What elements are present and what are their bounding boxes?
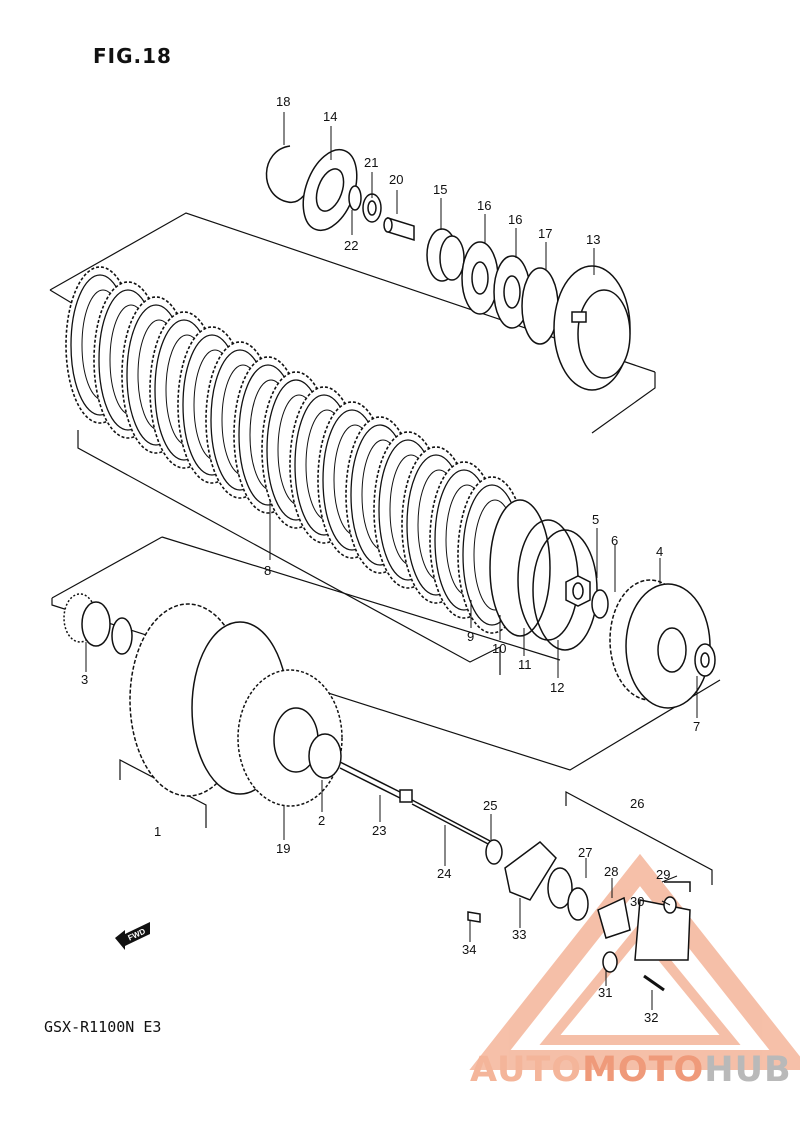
seal-27 xyxy=(547,867,573,909)
pushrod-23 xyxy=(339,761,401,793)
plate-10 xyxy=(489,499,551,637)
model-code: GSX-R1100N E3 xyxy=(44,1018,162,1036)
callout-31: 31 xyxy=(598,985,612,1000)
watermark-text: AUTOMOTOHUB xyxy=(470,1050,792,1090)
watermark-logo xyxy=(469,853,800,1070)
washer-6 xyxy=(591,589,609,619)
callout-6: 6 xyxy=(611,533,618,548)
piece-25 xyxy=(485,839,503,865)
callout-26: 26 xyxy=(630,796,644,811)
nut-5 xyxy=(565,575,591,607)
hub-group xyxy=(565,575,716,709)
callout-34: 34 xyxy=(462,942,476,957)
callout-5: 5 xyxy=(592,512,599,527)
callout-16b: 16 xyxy=(508,212,522,227)
bolt-34 xyxy=(467,911,481,923)
pressure-plate-group xyxy=(265,145,415,242)
callout-15: 15 xyxy=(433,182,447,197)
release-frame xyxy=(565,790,713,885)
callout-13: 13 xyxy=(586,232,600,247)
callout-29: 29 xyxy=(656,867,670,882)
callout-19: 19 xyxy=(276,841,290,856)
callout-numbers: 18 14 21 20 22 15 16 16 17 13 8 9 10 11 … xyxy=(81,94,700,1025)
bearing-21 xyxy=(362,193,382,223)
fwd-arrow-icon: FWD xyxy=(115,922,150,950)
callout-28: 28 xyxy=(604,864,618,879)
pushrod-24 xyxy=(411,799,493,843)
bleeder-29 xyxy=(664,881,691,892)
spring-28 xyxy=(597,896,631,939)
housing-group xyxy=(63,593,493,847)
watermark-part1: AUTO xyxy=(470,1050,583,1090)
callout-17: 17 xyxy=(538,226,552,241)
callout-11: 11 xyxy=(518,657,532,672)
callout-16a: 16 xyxy=(477,198,491,213)
gasket-33 xyxy=(504,841,557,901)
callout-1: 1 xyxy=(154,824,161,839)
callout-12: 12 xyxy=(550,680,564,695)
release-group xyxy=(467,839,691,992)
figure-title: FIG.18 xyxy=(93,44,172,68)
callout-27: 27 xyxy=(578,845,592,860)
watermark-part2: MOTO xyxy=(582,1050,705,1090)
spring-plate-16a xyxy=(461,241,499,315)
callout-30: 30 xyxy=(630,894,644,909)
release-cylinder xyxy=(634,899,691,961)
washer-22 xyxy=(348,185,362,211)
callout-20: 20 xyxy=(389,172,403,187)
leader-lines xyxy=(85,112,698,1010)
callout-24: 24 xyxy=(437,866,451,881)
spacer xyxy=(111,617,133,655)
callout-2: 2 xyxy=(318,813,325,828)
damper-group xyxy=(426,228,631,391)
watermark-part3: HUB xyxy=(704,1050,792,1090)
callout-10: 10 xyxy=(492,641,506,656)
callout-21: 21 xyxy=(364,155,378,170)
washer-7 xyxy=(694,643,716,677)
callout-9: 9 xyxy=(467,629,474,644)
callout-14: 14 xyxy=(323,109,337,124)
ring-17 xyxy=(521,267,559,345)
callout-4: 4 xyxy=(656,544,663,559)
callout-3: 3 xyxy=(81,672,88,687)
callout-32: 32 xyxy=(644,1010,658,1025)
callout-8: 8 xyxy=(264,563,271,578)
spacer-2 xyxy=(308,733,342,779)
bolt-32 xyxy=(643,974,665,992)
callout-25: 25 xyxy=(483,798,497,813)
callout-33: 33 xyxy=(512,927,526,942)
callout-18: 18 xyxy=(276,94,290,109)
clutch-plate-stack xyxy=(65,266,598,651)
callout-7: 7 xyxy=(693,719,700,734)
plate-pack-frame xyxy=(49,212,656,675)
pin-31 xyxy=(602,951,618,973)
callout-22: 22 xyxy=(344,238,358,253)
ring-12 xyxy=(532,529,598,651)
callout-23: 23 xyxy=(372,823,386,838)
